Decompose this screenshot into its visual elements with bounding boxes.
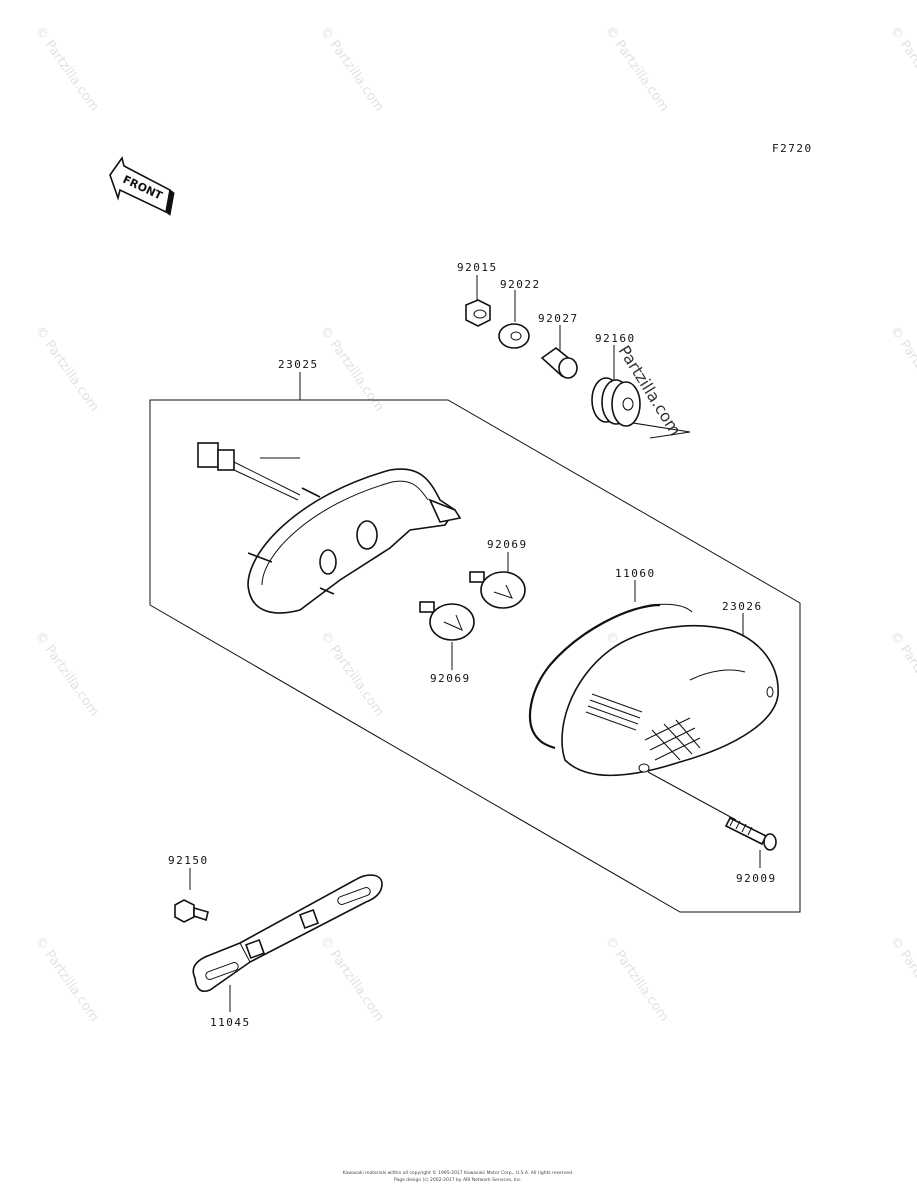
front-arrow: FRONT [109, 156, 175, 216]
label-23026[interactable]: 23026 [722, 600, 763, 613]
part-23025-lamp-housing[interactable] [197, 442, 462, 614]
watermark: © Partzilla.com [32, 934, 102, 1025]
part-92069-bulb-lower[interactable] [419, 601, 475, 641]
watermark: © Partzilla.com [32, 24, 102, 115]
leader-lines [189, 275, 761, 1012]
label-23025[interactable]: 23025 [278, 358, 319, 371]
watermark: © Partzilla.com [317, 934, 387, 1025]
part-92027-collar[interactable] [540, 346, 578, 379]
part-11060-gasket[interactable] [528, 603, 661, 750]
label-11060[interactable]: 11060 [615, 567, 656, 580]
diagram-code: F2720 [772, 142, 813, 155]
label-92027[interactable]: 92027 [538, 312, 579, 325]
part-11045-bracket[interactable] [192, 874, 383, 993]
label-92150[interactable]: 92150 [168, 854, 209, 867]
watermark: © Partzilla.com [887, 934, 917, 1025]
label-92015[interactable]: 92015 [457, 261, 498, 274]
part-23026-lens[interactable] [561, 625, 779, 777]
part-92015-nut[interactable] [465, 299, 491, 327]
watermark: © Partzilla.com [317, 24, 387, 115]
watermark: © Partzilla.com [317, 324, 387, 415]
watermark-layer: © Partzilla.com © Partzilla.com © Partzi… [32, 24, 917, 1025]
watermark: © Partzilla.com [602, 934, 672, 1025]
watermark: © Partzilla.com [887, 24, 917, 115]
part-92069-bulb-upper[interactable] [469, 571, 526, 609]
copyright-line-1: Kawasaki materials within all copyright … [343, 1169, 574, 1176]
label-92160[interactable]: 92160 [595, 332, 636, 345]
part-92150-bolt[interactable] [174, 899, 209, 923]
label-92069-lower[interactable]: 92069 [430, 672, 471, 685]
watermark: © Partzilla.com [887, 324, 917, 415]
part-labels: 23025 92015 92022 92027 92160 92069 9206… [168, 261, 777, 1029]
watermark: © Partzilla.com [602, 24, 672, 115]
watermark: © Partzilla.com [32, 324, 102, 415]
part-92160-grommet[interactable] [591, 377, 641, 427]
label-92009[interactable]: 92009 [736, 872, 777, 885]
label-92022[interactable]: 92022 [500, 278, 541, 291]
watermark: © Partzilla.com [32, 629, 102, 720]
assembly-outline [149, 399, 801, 913]
part-92022-washer[interactable] [498, 323, 530, 349]
watermark: © Partzilla.com [317, 629, 387, 720]
copyright-line-2: Page design (c) 2002-2017 by ARI Network… [394, 1177, 522, 1183]
watermark: © Partzilla.com [887, 629, 917, 720]
part-92009-screw[interactable] [724, 816, 777, 851]
label-11045[interactable]: 11045 [210, 1016, 251, 1029]
label-92069-upper[interactable]: 92069 [487, 538, 528, 551]
